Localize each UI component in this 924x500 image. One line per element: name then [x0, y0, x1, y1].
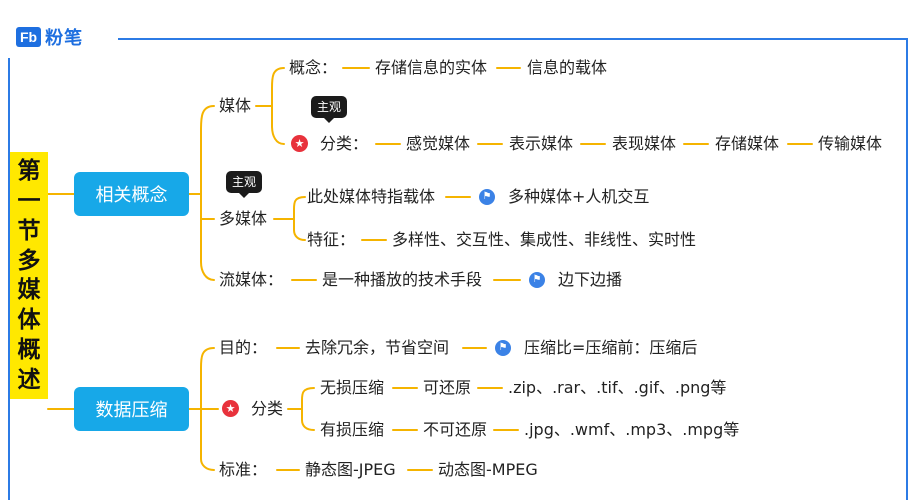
star-icon: ★	[222, 400, 239, 417]
node-lossless-desc: 可还原	[423, 378, 472, 397]
frame-top-line	[118, 38, 908, 40]
node-multimedia-note: 多种媒体+人机交互	[508, 187, 650, 206]
title-char: 节	[17, 216, 41, 244]
flag-icon: ⚑	[495, 340, 511, 356]
title-char: 媒	[17, 276, 41, 304]
node-multimedia-features-value: 多样性、交互性、集成性、非线性、实时性	[392, 230, 697, 249]
node-streaming-value: 是一种播放的技术手段	[322, 270, 483, 289]
chapter-title: 第 一 节 多 媒 体 概 述	[10, 152, 48, 399]
node-multimedia: 多媒体	[219, 209, 268, 228]
node-purpose-value: 去除冗余，节省空间	[305, 338, 450, 357]
node-media: 媒体	[219, 96, 252, 115]
node-standard-item: 静态图-JPEG	[305, 460, 396, 479]
brand-mark: Fb	[16, 27, 42, 47]
node-lossy-examples: .jpg、.wmf、.mp3、.mpg等	[524, 420, 740, 439]
node-lossy-label: 有损压缩	[320, 420, 385, 439]
node-media-category-item: 感觉媒体	[406, 134, 471, 153]
brand-logo: Fb 粉笔	[16, 24, 83, 50]
node-media-category-item: 存储媒体	[715, 134, 780, 153]
node-streaming-note: 边下边播	[558, 270, 623, 289]
node-media-category-label: 分类：	[320, 134, 369, 153]
title-char: 体	[17, 306, 41, 334]
node-standard-label: 标准：	[219, 460, 268, 479]
subjective-tag: 主观	[311, 96, 348, 123]
node-multimedia-refers: 此处媒体特指载体	[307, 187, 436, 206]
flag-icon: ⚑	[529, 272, 545, 288]
frame-right-line	[906, 38, 908, 500]
node-media-concept-item: 信息的载体	[527, 58, 608, 77]
branch-related-concepts: 相关概念	[74, 172, 189, 216]
star-icon: ★	[291, 135, 308, 152]
title-char: 第	[17, 156, 41, 184]
title-char: 概	[17, 336, 41, 364]
node-compression-category: 分类	[251, 399, 284, 418]
node-multimedia-features-label: 特征：	[307, 230, 356, 249]
title-char: 多	[17, 246, 41, 274]
node-media-concept-item: 存储信息的实体	[375, 58, 488, 77]
flag-icon: ⚑	[479, 189, 495, 205]
title-char: 述	[17, 366, 41, 394]
node-purpose-label: 目的：	[219, 338, 268, 357]
subjective-tag: 主观	[226, 171, 263, 198]
brand-name: 粉笔	[45, 28, 84, 49]
frame-left-line	[8, 58, 10, 500]
node-lossless-label: 无损压缩	[320, 378, 385, 397]
node-lossless-examples: .zip、.rar、.tif、.gif、.png等	[508, 378, 727, 397]
node-lossy-desc: 不可还原	[423, 420, 488, 439]
node-media-category-item: 表示媒体	[509, 134, 574, 153]
branch-data-compression: 数据压缩	[74, 387, 189, 431]
node-media-category-item: 传输媒体	[818, 134, 883, 153]
node-purpose-note: 压缩比=压缩前：压缩后	[524, 338, 698, 357]
node-standard-item: 动态图-MPEG	[438, 460, 538, 479]
node-media-category-item: 表现媒体	[612, 134, 677, 153]
title-char: 一	[17, 186, 41, 214]
node-media-concept-label: 概念：	[289, 58, 338, 77]
node-streaming-label: 流媒体：	[219, 270, 284, 289]
